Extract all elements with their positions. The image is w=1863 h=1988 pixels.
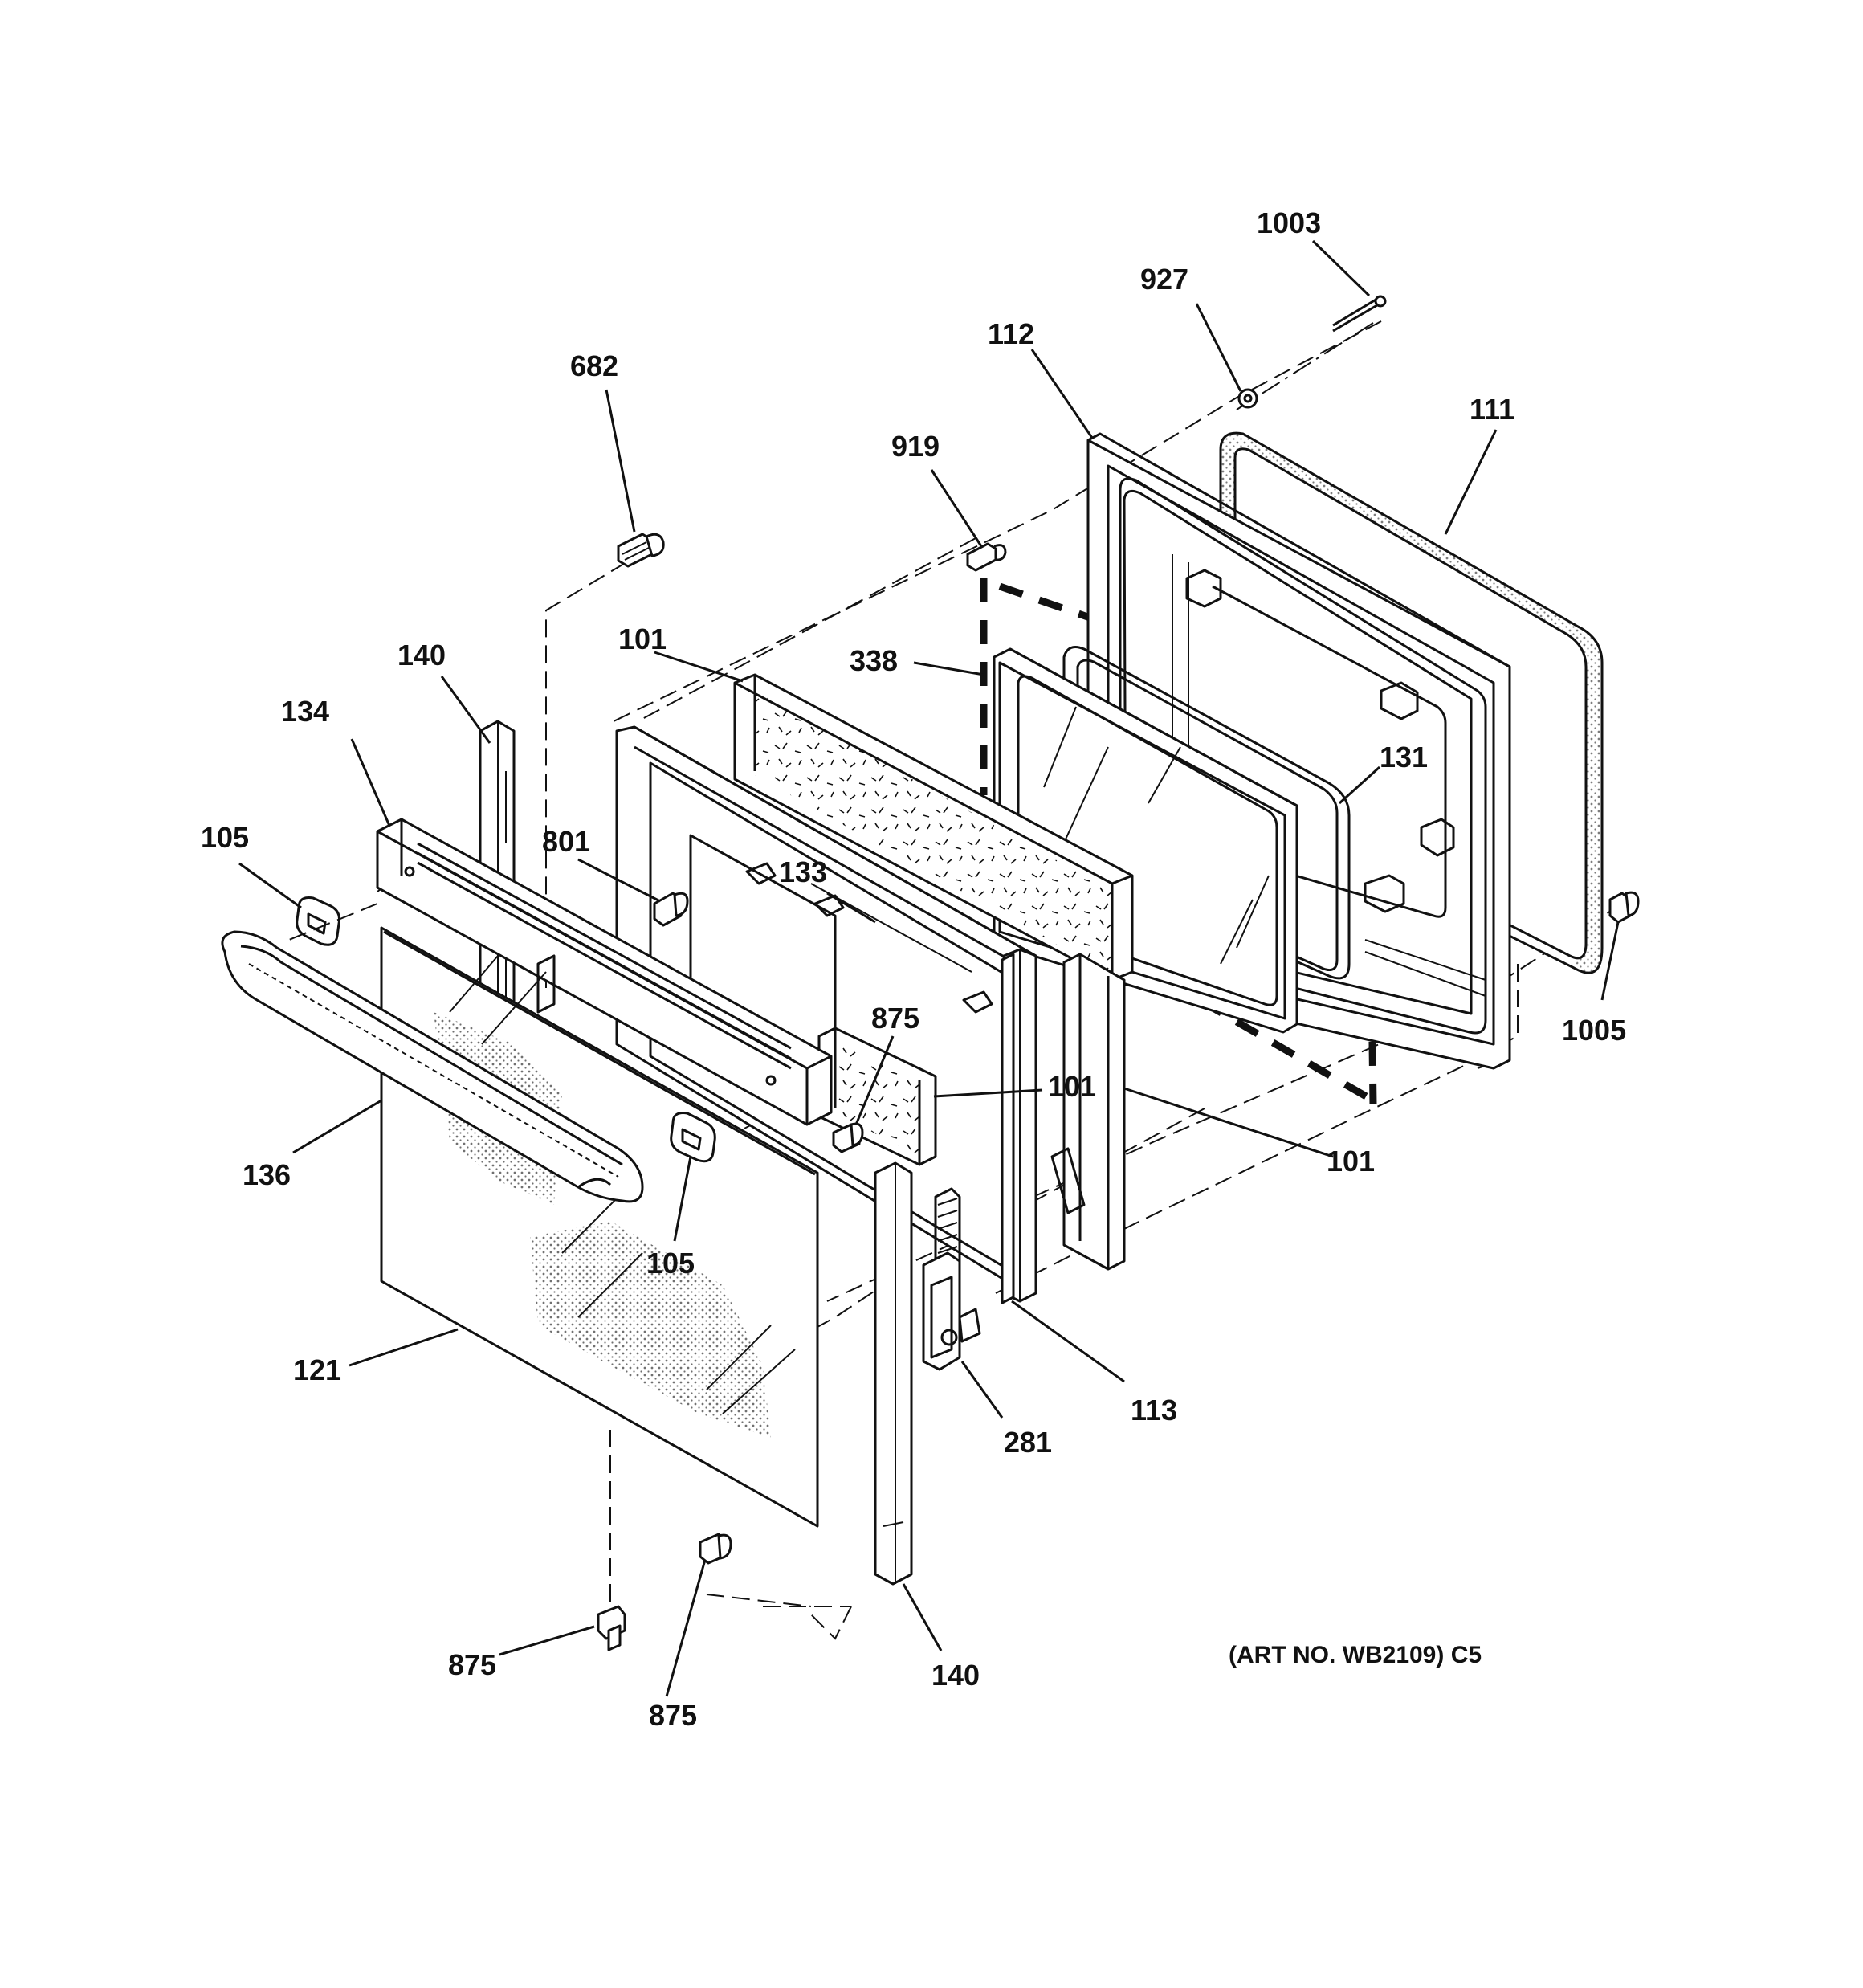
- label-919: 919: [891, 430, 940, 463]
- label-682: 682: [570, 349, 618, 382]
- label-281: 281: [1004, 1426, 1052, 1459]
- label-875-lower-mid: 875: [649, 1699, 697, 1732]
- label-136: 136: [243, 1158, 291, 1191]
- vent-trim-134: [376, 818, 833, 1126]
- label-121: 121: [293, 1353, 341, 1386]
- screw-875-lower-mid: [699, 1533, 732, 1565]
- label-801: 801: [542, 825, 590, 858]
- rivet-1003: [1332, 295, 1387, 333]
- part-labels: 1003 927 112 111 682 919 140 101 338 134…: [201, 206, 1626, 1732]
- label-1003: 1003: [1257, 206, 1321, 239]
- side-channel-113: [1001, 953, 1015, 1304]
- label-131: 131: [1380, 741, 1428, 774]
- screw-801: [653, 892, 689, 927]
- label-875-center: 875: [871, 1002, 919, 1035]
- label-140-lower: 140: [932, 1659, 980, 1692]
- label-101-mid: 101: [1048, 1070, 1096, 1103]
- label-338: 338: [850, 644, 898, 677]
- label-875-lower-left: 875: [448, 1648, 496, 1681]
- door-handle-136: [221, 930, 644, 1203]
- label-140-upper: 140: [397, 639, 446, 672]
- pin-919: [966, 542, 1007, 572]
- label-927: 927: [1140, 263, 1188, 296]
- label-133: 133: [779, 855, 827, 888]
- screw-875-lower-left: [597, 1605, 626, 1651]
- label-134: 134: [281, 695, 329, 728]
- hinge-281: [922, 1187, 981, 1371]
- screw-1005: [1608, 891, 1640, 924]
- end-cap-105-right: [670, 1112, 716, 1163]
- label-105-right: 105: [646, 1247, 695, 1280]
- screw-875-center: [832, 1122, 864, 1153]
- end-cap-105-left: [296, 896, 340, 946]
- label-112: 112: [988, 317, 1034, 350]
- label-111: 111: [1470, 393, 1514, 426]
- label-113: 113: [1131, 1394, 1177, 1427]
- door-trim-140-lower: [874, 1161, 913, 1586]
- art-number-caption: (ART NO. WB2109) C5: [1229, 1642, 1482, 1668]
- label-101-top: 101: [618, 623, 667, 655]
- label-1005: 1005: [1562, 1014, 1626, 1047]
- insulation-101-right: [1050, 953, 1126, 1271]
- label-101-lower: 101: [1327, 1145, 1375, 1178]
- screw-682: [617, 533, 665, 568]
- leader-lines: [238, 239, 1620, 1697]
- washer-927: [1237, 388, 1258, 409]
- label-105-left: 105: [201, 821, 249, 854]
